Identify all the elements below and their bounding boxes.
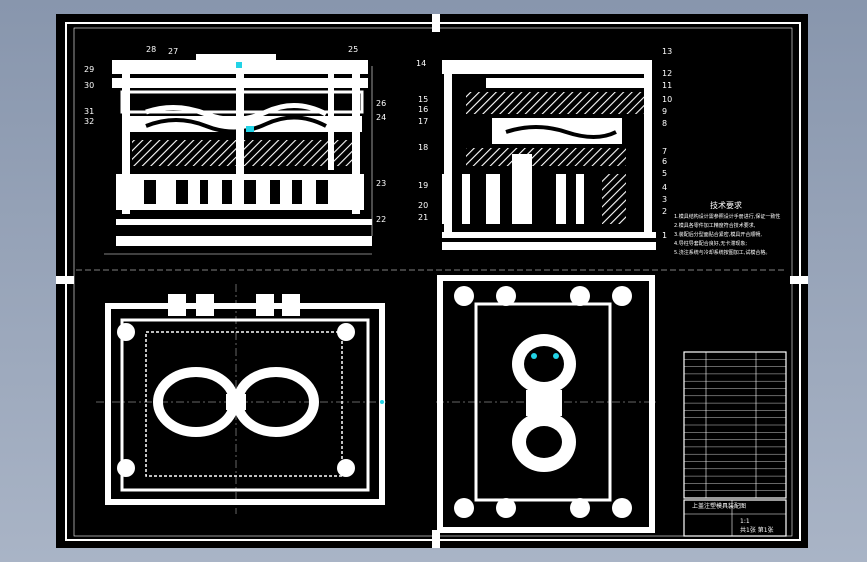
- balloon-label: 10: [662, 95, 673, 104]
- drawing-sheet[interactable]: 29 30 31 32 28 27 25 26 24 23 22 14 15 1…: [56, 14, 808, 548]
- note-line: 2.模具各零件加工精度符合技术要求,: [674, 223, 756, 229]
- plan-view-fixed-half: [436, 275, 656, 533]
- balloon-label: 18: [418, 143, 429, 152]
- balloon-label: 23: [376, 179, 387, 188]
- balloon-label: 9: [662, 107, 668, 116]
- note-line: 3.装配后分型面贴合紧密,模具开合顺畅,: [674, 232, 762, 238]
- balloon-label: 21: [418, 213, 429, 222]
- side-section-view: [442, 60, 656, 250]
- note-line: 5.浇注系统与冷却系统按图加工,试模合格。: [674, 250, 771, 256]
- balloon-label: 13: [662, 47, 673, 56]
- title-block: [683, 499, 787, 537]
- inner-border: [65, 22, 801, 541]
- balloon-label: 5: [662, 169, 668, 178]
- notes-title: 技术要求: [710, 201, 742, 210]
- sheet-count: 共1张 第1张: [740, 527, 774, 534]
- balloon-label: 1: [662, 231, 668, 240]
- front-section-view: [104, 54, 373, 255]
- balloon-label: 8: [662, 119, 668, 128]
- balloon-label: 17: [418, 117, 429, 126]
- balloon-label: 11: [662, 81, 673, 90]
- balloon-label: 7: [662, 147, 668, 156]
- balloon-label: 22: [376, 215, 387, 224]
- balloon-label: 26: [376, 99, 387, 108]
- balloon-label: 30: [84, 81, 95, 90]
- balloon-label: 3: [662, 195, 668, 204]
- balloon-label: 28: [146, 45, 157, 54]
- technical-notes: 技术要求 1.模具结构设计需参照设计手册进行,保证一致性 2.模具各零件加工精度…: [674, 202, 798, 258]
- balloon-label: 20: [418, 201, 429, 210]
- balloon-label: 4: [662, 183, 668, 192]
- balloon-label: 14: [416, 59, 427, 68]
- balloon-label: 19: [418, 181, 429, 190]
- balloon-label: 29: [84, 65, 95, 74]
- balloon-label: 25: [348, 45, 359, 54]
- plan-view-moving-half: [96, 284, 386, 514]
- balloon-label: 16: [418, 105, 429, 114]
- balloon-label: 2: [662, 207, 668, 216]
- balloon-label: 15: [418, 95, 429, 104]
- balloon-label: 24: [376, 113, 387, 122]
- balloon-label: 6: [662, 157, 668, 166]
- balloon-label: 32: [84, 117, 95, 126]
- balloon-label: 27: [168, 47, 179, 56]
- drawing-title: 上盖注塑模具装配图: [692, 503, 747, 510]
- balloon-label: 12: [662, 69, 673, 78]
- drawing-canvas: [56, 14, 808, 548]
- scale-value: 1:1: [740, 518, 750, 525]
- balloon-label: 31: [84, 107, 95, 116]
- note-line: 1.模具结构设计需参照设计手册进行,保证一致性: [674, 214, 781, 220]
- note-line: 4.导柱导套配合良好,无卡滞现象;: [674, 241, 748, 247]
